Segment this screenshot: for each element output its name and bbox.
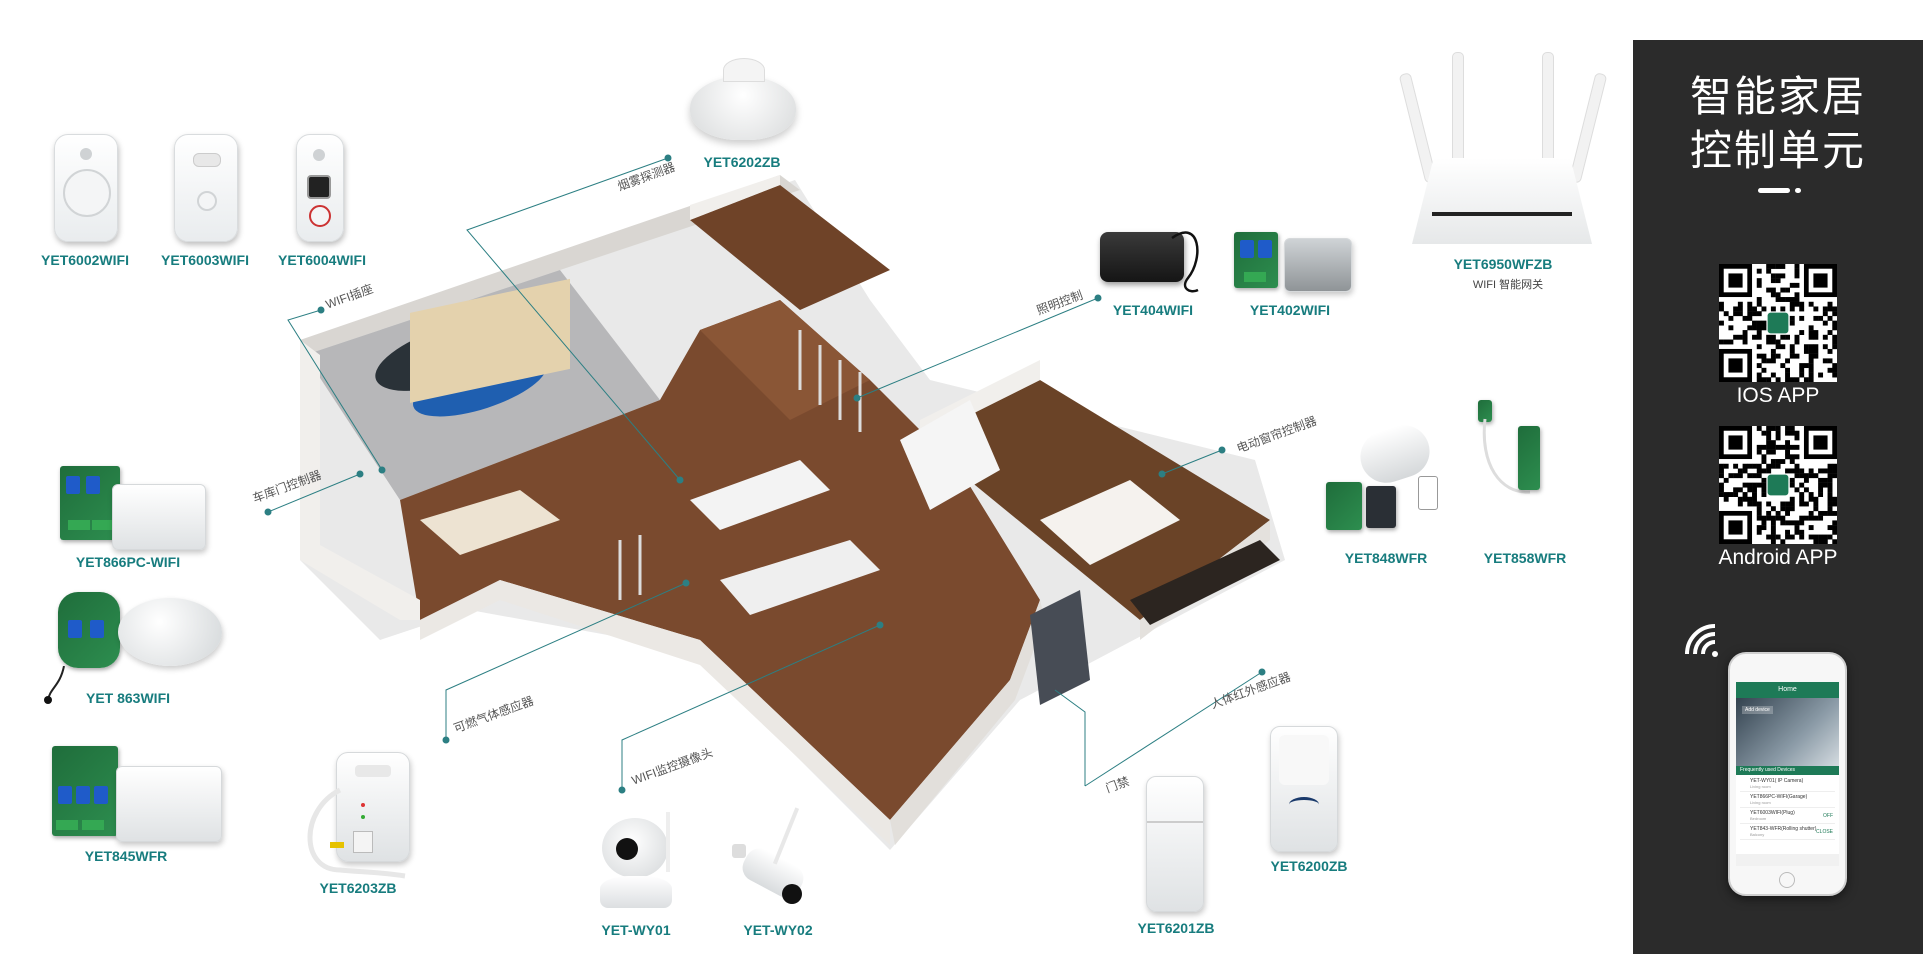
label-yet848wfr: YET848WFR (1344, 550, 1428, 566)
pir-sensor-yet6200zb (1270, 726, 1338, 852)
android-app-label: Android APP (1718, 546, 1838, 569)
label-yet402wifi: YET402WIFI (1249, 302, 1331, 318)
left-wall (300, 340, 420, 620)
cable-yet863wifi (44, 666, 65, 704)
pcb-yet402wifi (1234, 232, 1278, 288)
kitchen-island (690, 460, 830, 530)
case-yet402wifi (1284, 238, 1352, 292)
label-yet-wy01: YET-WY01 (601, 922, 671, 938)
curtain-motor-yet848wfr (1322, 418, 1438, 540)
plug-yet6002wifi (54, 134, 118, 242)
app-panel: 智能家居 控制单元 IOS APP Android APP Home Add d… (1633, 40, 1923, 954)
bookshelf (1130, 540, 1280, 625)
add-device-button[interactable]: Add device (1742, 706, 1773, 714)
door-gate (1030, 590, 1090, 705)
label-yet6003wifi: YET6003WIFI (161, 252, 249, 268)
label-yet6201zb: YET6201ZB (1137, 920, 1215, 936)
counter (720, 540, 880, 615)
case-yet845wfr (116, 766, 222, 842)
frequently-used-header: Frequently used Devices (1736, 766, 1839, 775)
label-yet858wfr: YET858WFR (1483, 550, 1567, 566)
camera-yet-wy02 (724, 806, 824, 916)
panel-title-line1: 智能家居 (1689, 72, 1866, 121)
pcb-yet845wfr (52, 746, 118, 836)
label-yet863wifi: YET 863WIFI (85, 690, 171, 706)
phone-header: Home (1736, 682, 1839, 698)
tv-cabinet (410, 278, 570, 403)
pcb-yet863wifi (58, 592, 120, 668)
label-yet6200zb: YET6200ZB (1270, 858, 1348, 874)
door-sensor-yet6201zb (1146, 776, 1204, 912)
ios-app-qr-code[interactable] (1719, 264, 1837, 382)
top-room-floor (690, 185, 890, 310)
label-yet866pc: YET866PC-WIFI (75, 554, 181, 570)
partitions (618, 330, 862, 600)
device-row[interactable]: YET843-WFR(Rolling shutter)Balcony CLOSE (1740, 826, 1835, 840)
device-row[interactable]: YET6003WIFI(Plug)Bedroom OFF (1740, 810, 1835, 824)
sofa (420, 490, 560, 555)
wifi-icon (1685, 624, 1718, 657)
plug-yet6003wifi (174, 134, 238, 242)
ios-app-label: IOS APP (1736, 384, 1820, 407)
label-yet6002wifi: YET6002WIFI (41, 252, 129, 268)
phone-mockup: Home Add device Frequently used Devices … (1728, 652, 1847, 896)
staircase (900, 400, 1000, 510)
phone-tab-bar[interactable] (1736, 854, 1839, 866)
case-yet866pc (112, 484, 206, 550)
controller-yet404wifi (1100, 232, 1184, 282)
phone-home-button (1779, 872, 1795, 888)
wood-floor (400, 300, 1040, 820)
device-row[interactable]: YET-WY01( IP Camera)Living room (1740, 778, 1835, 792)
leader-lines (264, 154, 1266, 794)
case-yet863wifi (118, 598, 222, 666)
title-divider (1758, 188, 1790, 193)
label-yet845wfr: YET845WFR (84, 848, 168, 864)
gateway-router-yet6950wfzb (1398, 52, 1608, 248)
plug-yet6004wifi (296, 134, 344, 242)
hall-floor (700, 300, 870, 420)
panel-title-line2: 控制单元 (1689, 126, 1866, 175)
android-app-qr-code[interactable] (1719, 426, 1837, 544)
label-yet6950wfzb: YET6950WFZB (1453, 256, 1553, 272)
gas-sensor-yet6203zb (336, 752, 410, 862)
module-yet858wfr (1470, 394, 1550, 504)
label-yet6202zb: YET6202ZB (703, 154, 781, 170)
label-yet6004wifi: YET6004WIFI (278, 252, 366, 268)
label-yet6950wfzb-sub: WIFI 智能网关 (1472, 279, 1544, 291)
cable-yet404wifi (1171, 231, 1199, 293)
label-yet404wifi: YET404WIFI (1112, 302, 1194, 318)
label-yet-wy02: YET-WY02 (743, 922, 813, 938)
bed (1040, 480, 1180, 565)
phone-screen: Home Add device Frequently used Devices … (1736, 682, 1839, 866)
front-wall (420, 580, 890, 845)
cable-yet6203zb (307, 787, 406, 879)
smoke-detector-yet6202zb (690, 54, 796, 146)
pcb-yet866pc (60, 466, 120, 540)
camera-yet-wy01 (596, 812, 678, 912)
label-yet6203zb: YET6203ZB (319, 880, 397, 896)
device-row[interactable]: YET866PC-WIFI(Garage)Living room (1740, 794, 1835, 808)
